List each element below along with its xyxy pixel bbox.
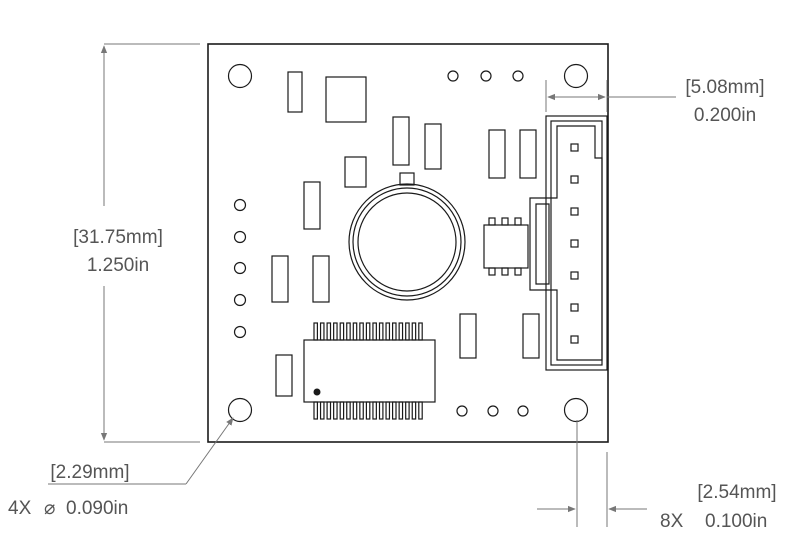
pad <box>233 198 247 212</box>
hole-count-label: 4X <box>8 498 32 519</box>
pad <box>233 325 247 339</box>
small-component <box>344 156 367 188</box>
soic-pin <box>333 322 338 341</box>
resistor <box>303 181 321 230</box>
soic-pin <box>365 401 371 420</box>
soic-pin <box>418 401 423 420</box>
pad <box>517 405 529 417</box>
square-ic <box>325 76 367 123</box>
board <box>207 43 609 443</box>
soic-ic <box>303 322 436 420</box>
mounting-hole-bottom-right <box>563 397 589 423</box>
soic-pin <box>346 401 351 420</box>
resistor <box>392 116 410 166</box>
soic-pin <box>352 322 358 341</box>
soic-pin <box>313 401 319 420</box>
resistor <box>287 71 303 113</box>
pad <box>233 261 247 275</box>
pitch-in-label: 0.100in <box>705 511 767 532</box>
soic-pin <box>372 401 377 420</box>
connector-offset-dimension: [5.08mm] 0.200in <box>545 77 765 126</box>
soic-pin <box>385 401 391 420</box>
resistor <box>312 255 330 303</box>
resistor <box>275 354 293 397</box>
soic-pin <box>372 322 377 341</box>
soic-pin <box>365 322 371 341</box>
pad <box>512 70 524 82</box>
connector-offset-mm-label: [5.08mm] <box>685 77 764 98</box>
hole-diameter-dimension: [2.29mm] 4X ⌀ 0.090in <box>8 417 234 519</box>
connector-pin <box>570 143 579 152</box>
soic-pin <box>359 401 364 420</box>
connector-pin <box>570 335 579 344</box>
soic-pin <box>359 322 364 341</box>
connector-pin <box>570 303 579 312</box>
soic-pin <box>392 322 397 341</box>
connector-offset-in-label: 0.200in <box>694 105 756 126</box>
soic-pin <box>378 322 384 341</box>
connector-pin <box>570 271 579 280</box>
soic-pin <box>339 401 345 420</box>
soic-pin <box>346 322 351 341</box>
soic-pin <box>319 322 325 341</box>
pitch-count-label: 8X <box>660 511 684 532</box>
pad <box>447 70 459 82</box>
mounting-hole-top-left <box>227 63 253 89</box>
board-outline <box>207 43 609 443</box>
hole-mm-label: [2.29mm] <box>50 462 129 483</box>
pin-header-connector <box>529 115 608 371</box>
pad <box>487 405 499 417</box>
mounting-hole-bottom-left <box>227 397 253 423</box>
pitch-mm-label: [2.54mm] <box>697 482 776 503</box>
height-mm-label: [31.75mm] <box>73 227 163 248</box>
resistor <box>271 255 289 303</box>
soic-pin <box>411 322 417 341</box>
soic-pin <box>398 322 404 341</box>
hole-in-label: 0.090in <box>66 498 128 519</box>
smd-chip <box>483 217 529 276</box>
mounting-hole-top-right <box>563 63 589 89</box>
resistor <box>522 313 540 359</box>
soic-pin <box>398 401 404 420</box>
soic-pin <box>418 322 423 341</box>
resistor <box>459 313 477 359</box>
height-dimension: [31.75mm] 1.250in <box>73 43 200 443</box>
soic-pin <box>385 322 391 341</box>
soic-pin <box>333 401 338 420</box>
connector-pin <box>570 239 579 248</box>
coin-cell-battery <box>348 172 466 301</box>
resistor <box>424 123 442 170</box>
resistor <box>488 129 506 179</box>
soic-pin <box>319 401 325 420</box>
soic-pin <box>313 322 319 341</box>
soic-pin <box>405 322 410 341</box>
connector-pin <box>570 207 579 216</box>
pad <box>233 230 247 244</box>
diameter-symbol-icon: ⌀ <box>44 498 55 519</box>
pad <box>233 293 247 307</box>
pitch-dimension: [2.54mm] 8X 0.100in <box>537 420 777 532</box>
soic-pin <box>411 401 417 420</box>
pad <box>456 405 468 417</box>
soic-pin <box>392 401 397 420</box>
soic-pin <box>352 401 358 420</box>
soic-pin <box>339 322 345 341</box>
soic-pin <box>326 322 332 341</box>
resistor <box>519 129 537 179</box>
pad <box>480 70 492 82</box>
height-in-label: 1.250in <box>87 255 149 276</box>
soic-pin <box>405 401 410 420</box>
soic-pin <box>326 401 332 420</box>
connector-pin <box>570 175 579 184</box>
soic-pin <box>378 401 384 420</box>
